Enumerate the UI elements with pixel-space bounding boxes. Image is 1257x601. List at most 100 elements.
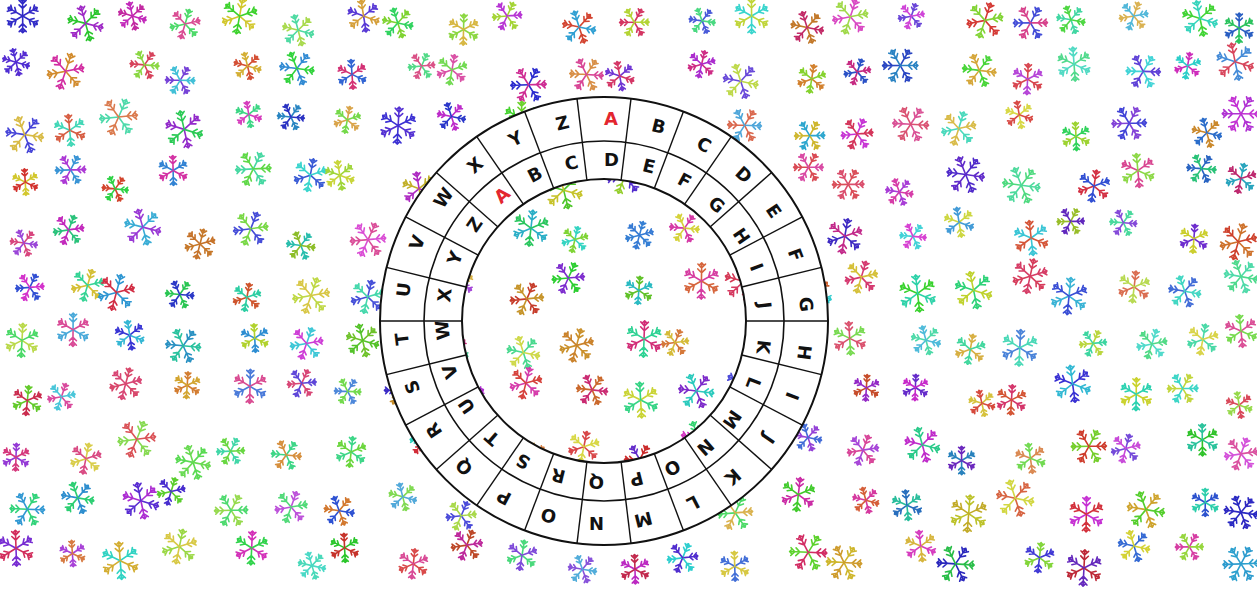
snowflake bbox=[1218, 253, 1257, 300]
snowflake bbox=[626, 320, 663, 358]
snowflake bbox=[1175, 0, 1225, 43]
snowflake bbox=[158, 103, 211, 156]
cell-divider bbox=[685, 137, 732, 204]
snowflake bbox=[556, 325, 597, 366]
snowflake bbox=[1209, 35, 1257, 88]
snowflake bbox=[956, 47, 1002, 94]
snowflake bbox=[1069, 496, 1104, 532]
snowflake bbox=[0, 0, 45, 39]
snowflake bbox=[783, 527, 834, 578]
snowflake bbox=[48, 108, 92, 152]
snowflake bbox=[564, 52, 610, 98]
snowflake bbox=[938, 107, 980, 150]
snowflake bbox=[325, 528, 365, 568]
snowflake bbox=[877, 42, 924, 90]
snowflake bbox=[1009, 437, 1051, 479]
snowflake bbox=[963, 385, 1000, 422]
snowflake bbox=[1120, 484, 1172, 536]
cell-divider bbox=[525, 112, 554, 189]
snowflake bbox=[271, 486, 312, 527]
snowflake bbox=[228, 47, 267, 85]
snowflake bbox=[1108, 431, 1143, 467]
snowflake bbox=[94, 270, 138, 315]
snowflake bbox=[106, 364, 145, 403]
snowflake bbox=[507, 364, 545, 403]
snowflake bbox=[962, 0, 1007, 43]
snowflake bbox=[448, 14, 479, 46]
snowflake bbox=[672, 367, 721, 416]
snowflake bbox=[397, 547, 429, 580]
snowflake bbox=[820, 538, 868, 587]
snowflake bbox=[938, 201, 980, 243]
snowflake bbox=[940, 149, 992, 201]
snowflake bbox=[505, 61, 552, 108]
snowflake bbox=[511, 208, 550, 248]
cell-divider bbox=[742, 355, 822, 375]
snowflake bbox=[847, 482, 884, 519]
snowflake bbox=[167, 5, 204, 43]
snowflake bbox=[1186, 112, 1228, 154]
snowflake bbox=[332, 54, 373, 95]
cell-divider bbox=[710, 415, 771, 469]
snowflake bbox=[1000, 96, 1039, 134]
snowflake bbox=[615, 549, 655, 589]
snowflake bbox=[154, 474, 188, 509]
cell-divider bbox=[710, 172, 771, 226]
snowflake bbox=[153, 150, 194, 190]
snowflake bbox=[229, 206, 273, 251]
snowflake bbox=[54, 536, 90, 572]
snowflake bbox=[286, 323, 327, 365]
snowflake bbox=[57, 313, 90, 347]
snowflake bbox=[789, 147, 829, 187]
snowflake bbox=[1181, 418, 1225, 461]
snowflake bbox=[902, 374, 928, 401]
snowflake bbox=[563, 550, 602, 589]
snowflake bbox=[825, 216, 865, 257]
cell-divider bbox=[406, 217, 479, 255]
snowflake bbox=[1114, 147, 1161, 194]
snowflake bbox=[1012, 63, 1044, 95]
snowflake bbox=[1008, 0, 1054, 46]
snowflake bbox=[895, 0, 928, 33]
snowflake bbox=[432, 97, 471, 137]
snowflake bbox=[714, 546, 755, 586]
snowflake bbox=[1049, 276, 1089, 317]
snowflake bbox=[231, 281, 263, 314]
cell-divider bbox=[436, 172, 497, 226]
snowflake bbox=[841, 257, 881, 298]
snowflake bbox=[44, 379, 78, 414]
snowflake bbox=[182, 226, 218, 263]
snowflake bbox=[109, 315, 150, 356]
snowflake bbox=[1010, 255, 1051, 297]
snowflake bbox=[1221, 387, 1257, 424]
snowflake bbox=[1106, 100, 1152, 146]
snowflake bbox=[376, 2, 419, 45]
snowflake bbox=[1217, 540, 1257, 588]
snowflake bbox=[125, 45, 165, 85]
snowflake bbox=[1173, 51, 1203, 82]
snowflake bbox=[1076, 168, 1112, 205]
snowflake bbox=[115, 475, 166, 526]
snowflake bbox=[843, 430, 883, 470]
snowflake bbox=[615, 2, 654, 42]
snowflake bbox=[0, 524, 40, 573]
snowflake bbox=[1185, 321, 1221, 357]
snowflake bbox=[1216, 88, 1257, 139]
snowflake bbox=[1220, 433, 1257, 476]
snowflake bbox=[230, 96, 267, 132]
cell-divider bbox=[525, 454, 554, 531]
snowflake bbox=[113, 415, 161, 464]
cell-divider bbox=[577, 462, 587, 543]
snowflake bbox=[113, 0, 153, 36]
snowflake bbox=[1117, 269, 1152, 304]
snowflake bbox=[49, 210, 88, 249]
snowflake bbox=[559, 224, 590, 256]
snowflake bbox=[1216, 219, 1257, 265]
snowflake bbox=[1007, 214, 1055, 262]
snowflake bbox=[1218, 489, 1257, 536]
snowflake bbox=[685, 48, 717, 81]
snowflake bbox=[488, 0, 526, 35]
snowflake bbox=[319, 155, 360, 196]
